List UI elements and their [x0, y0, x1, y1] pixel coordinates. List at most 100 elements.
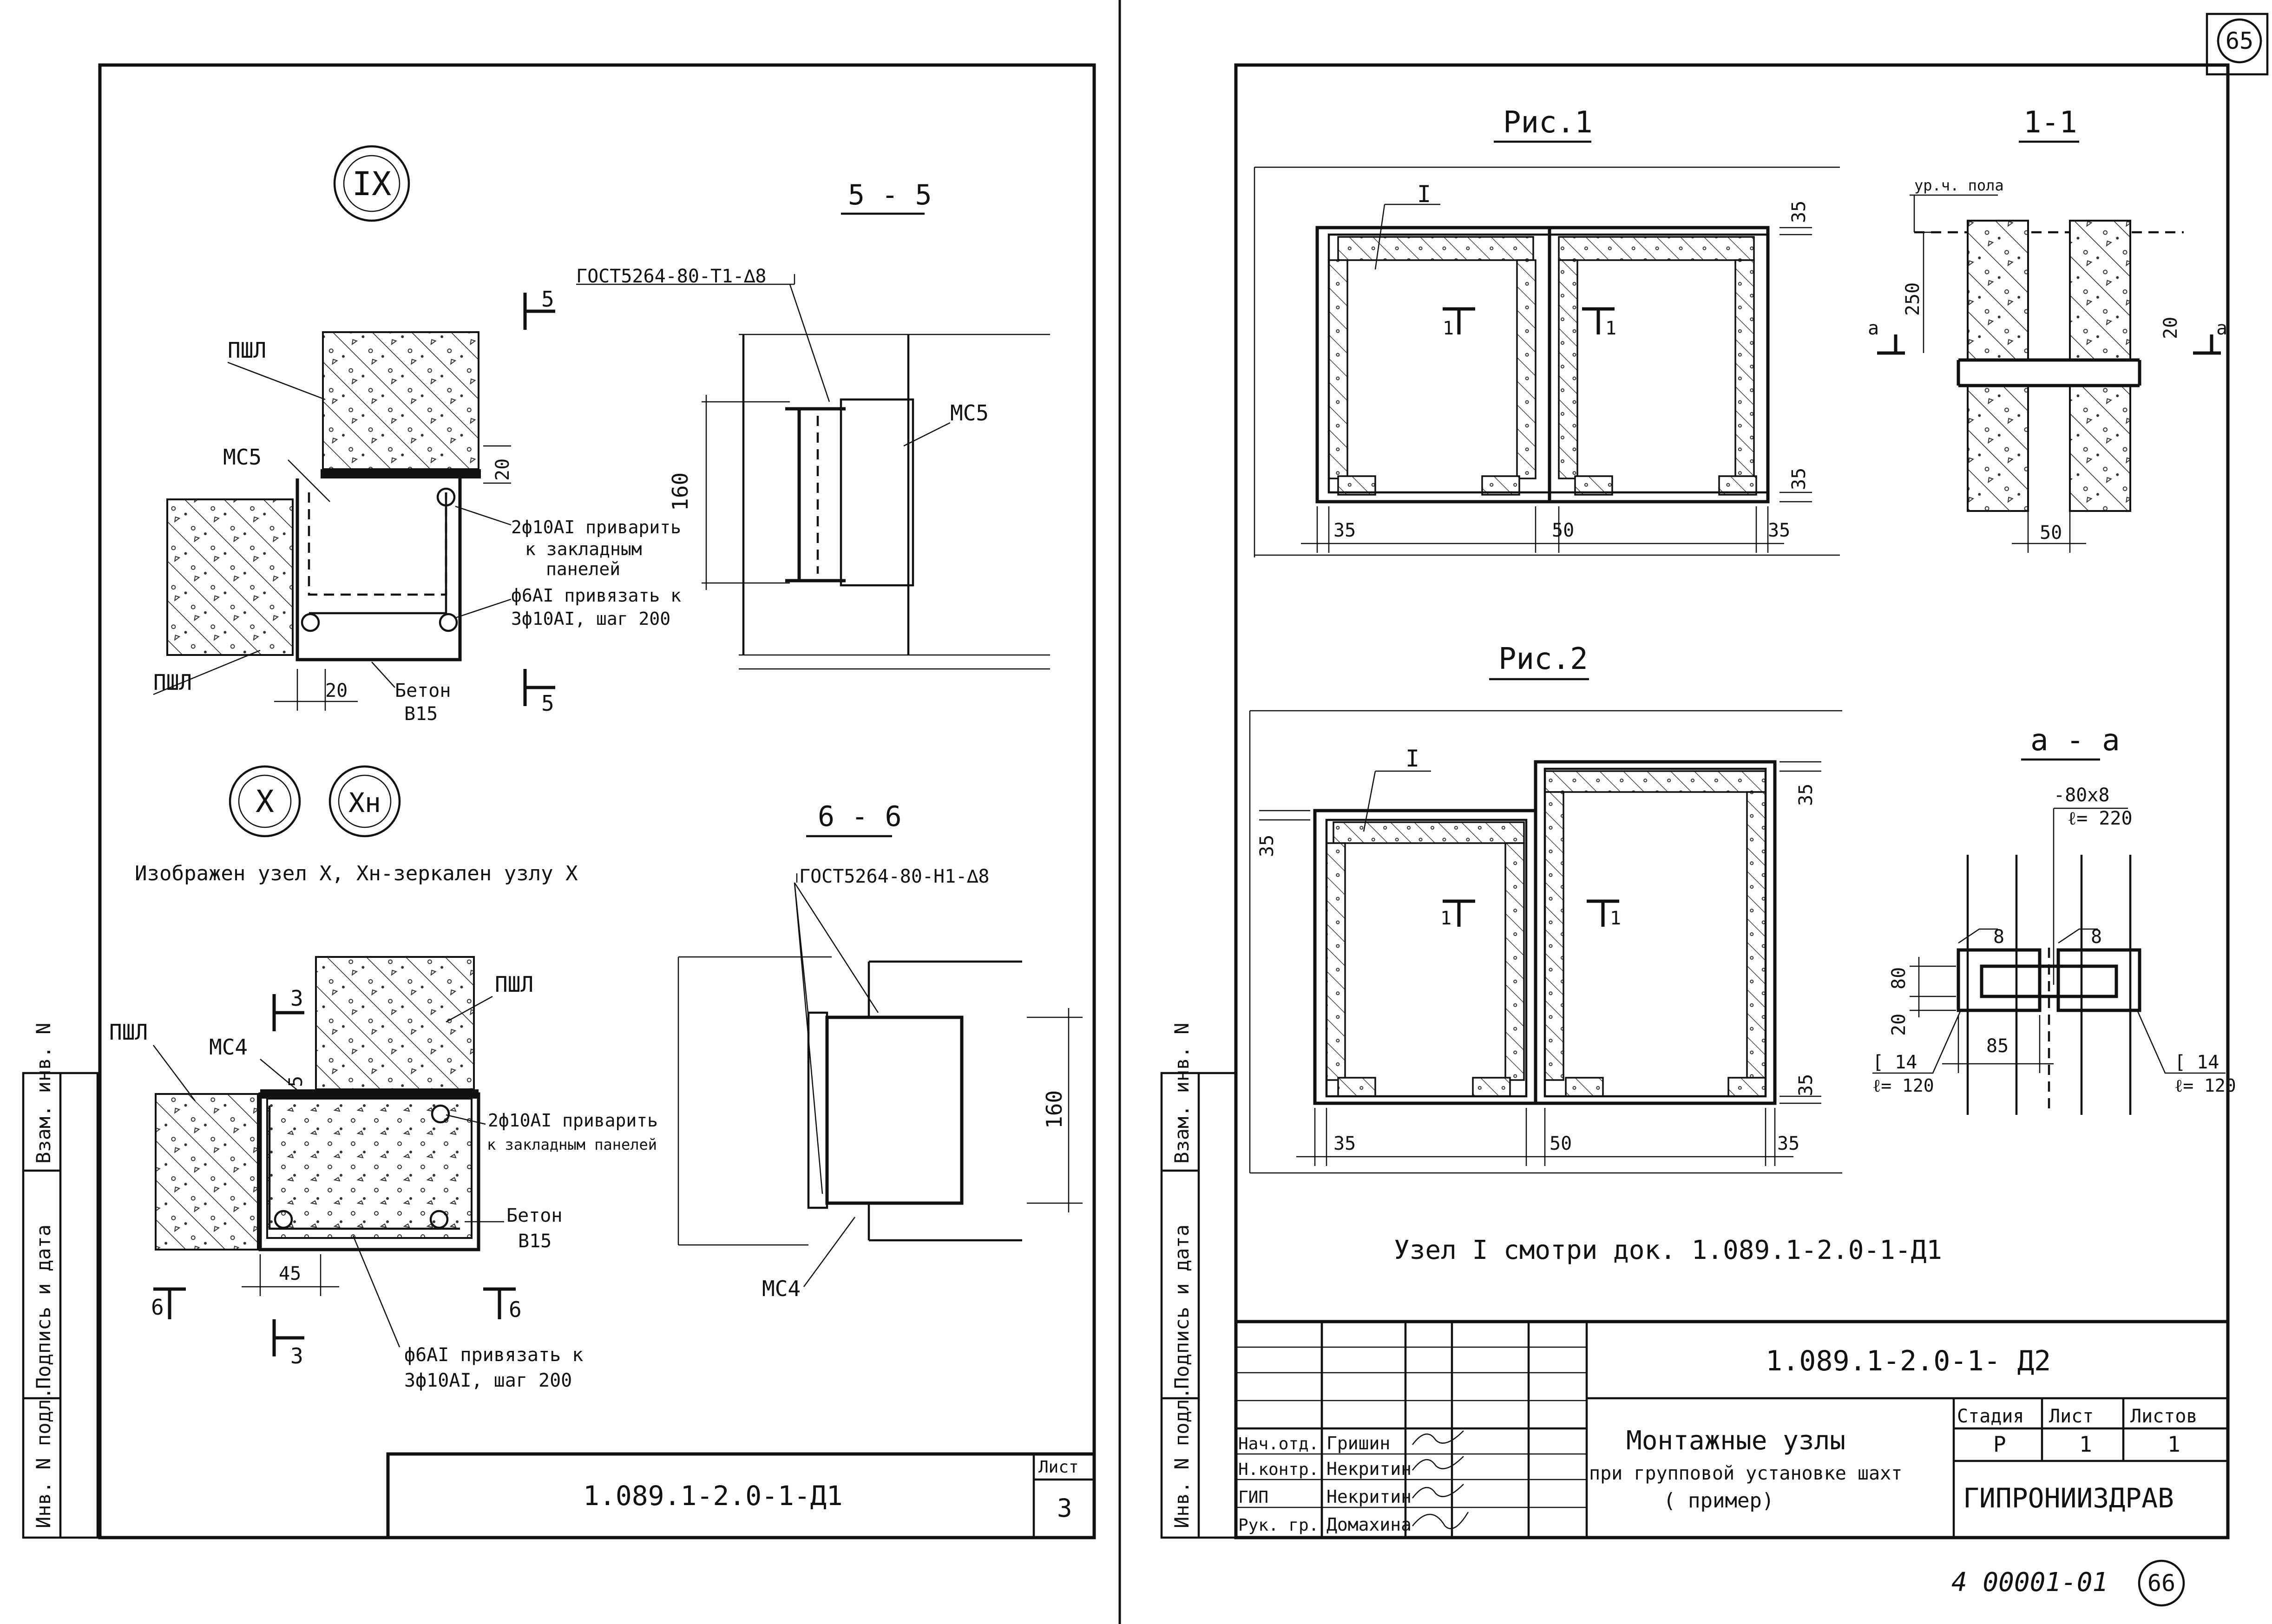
rebar-path	[309, 492, 447, 615]
pshl-left-panel	[155, 1093, 259, 1251]
ms4-label: МС4	[209, 1035, 248, 1060]
fig2-dim-mid: 50	[1550, 1133, 1572, 1154]
section-6-right-label: 6	[509, 1297, 522, 1322]
fig2-dim-bot-right: 35	[1795, 1074, 1817, 1096]
title-line-1: Монтажные узлы	[1626, 1426, 1845, 1456]
s11-wall-bot-left	[1967, 385, 2029, 512]
fig2-dim-right: 35	[1777, 1133, 1799, 1154]
org-name: ГИПРОНИИЗДРАВ	[1963, 1482, 2174, 1514]
note-tie-x-2: 3ф10АI, шаг 200	[404, 1370, 572, 1391]
section-3-bottom-label: 3	[290, 1343, 303, 1369]
section-5-5: 5 - 5 ГОСТ5264-80-Т1-∆8 МС5 160	[576, 179, 1050, 670]
section-5-top-arrow	[523, 293, 555, 330]
title-line-2: при групповой установке шахт	[1589, 1463, 1902, 1484]
sheets-value: 1	[2167, 1432, 2180, 1457]
sheet-label: Лист	[2049, 1406, 2094, 1427]
signature-3	[1412, 1484, 1464, 1499]
dim-20-right: 20	[492, 458, 513, 481]
node-IX-marker-inner	[343, 155, 401, 212]
pshl-top-label: ПШЛ	[228, 338, 266, 363]
fig2-mark-1a: 1	[1440, 908, 1451, 929]
fig2-shaft-right	[1534, 760, 1777, 1105]
section-6-left-label: 6	[151, 1295, 164, 1320]
aa-channel-left	[1957, 948, 2042, 1012]
node-Xn-marker-inner	[338, 774, 392, 828]
fig1-mark-1a: 1	[1443, 318, 1454, 339]
corner-badge-circle	[2217, 18, 2262, 64]
dim-160-5-5: 160	[668, 472, 693, 511]
concrete-fill	[266, 1098, 473, 1239]
section-a-a: а - а -80х8 ℓ= 220 8 8 80 20 85 [ 14 ℓ= …	[1872, 723, 2236, 1115]
section-1-1: 1-1 ур.ч. пола 250 а а 20 50	[1868, 105, 2227, 553]
node-Xn-marker-label: Xн	[348, 787, 381, 819]
ms5-label-5-5: МС5	[950, 400, 989, 426]
fig2-dim-top-right: 35	[1795, 784, 1817, 806]
dim-20-bottom: 20	[325, 680, 348, 701]
note-weld-x-2: к закладным панелей	[487, 1136, 657, 1153]
corner-badge-box	[2206, 13, 2269, 76]
note-weld: 2ф10АI приварить	[511, 517, 681, 537]
note-tie-x: ф6АI привязать к	[404, 1344, 583, 1366]
note-weld-3: панелей	[546, 559, 620, 579]
ms5-dashed	[308, 492, 447, 596]
aa-channel-right	[2056, 948, 2141, 1012]
left-title-block: 1.089.1-2.0-1-Д1 Лист 3	[386, 1452, 1096, 1539]
section-5-5-gost: ГОСТ5264-80-Т1-∆8	[576, 266, 766, 287]
section-1-1-title: 1-1	[2023, 105, 2077, 140]
rebar-circle-2	[301, 613, 320, 632]
left-sheet-label: Лист	[1038, 1458, 1079, 1477]
node-X-caption: Изображен узел X, Xн-зеркален узлу X	[135, 862, 578, 885]
s11-dim-50: 50	[2040, 522, 2062, 544]
fig1-dim-mid: 50	[1552, 520, 1574, 541]
section-a-a-title: а - а	[2030, 723, 2120, 758]
aa-plate: -80х8	[2054, 785, 2109, 806]
s11-channel	[1957, 358, 2141, 387]
fig2-shaft-left	[1313, 809, 1537, 1105]
fig-1: Рис.1 I 1 1 35 35	[1254, 105, 1840, 557]
page-badge: 66	[2147, 1570, 2175, 1597]
fig1-marker-I: I	[1417, 181, 1431, 208]
fig-2: Рис.2 I 1 1 35 35 35	[1249, 642, 1842, 1174]
aa-dim-85: 85	[1986, 1035, 2009, 1057]
fig1-dim-right: 35	[1768, 520, 1790, 541]
role-3: ГИП	[1238, 1488, 1268, 1507]
left-code: 1.089.1-2.0-1-Д1	[583, 1480, 843, 1512]
section-6-6: 6 - 6 ГОСТ5264-80-Н1-∆8 160 МС4	[677, 800, 1083, 1301]
page-badge-circle	[2138, 1559, 2185, 1607]
channel-left	[785, 407, 846, 583]
fig1-mark-1b: 1	[1605, 318, 1616, 339]
stamp-replace-label: Взам. инв. N	[32, 1023, 55, 1164]
right-side-stamp: Инв. N подл. Подпись и дата Взам. инв. N	[1160, 1023, 1237, 1539]
fig2-marker-I: I	[1405, 745, 1419, 772]
plate-6-6	[807, 1011, 828, 1209]
r-stamp-inv-label: Инв. N подл.	[1170, 1388, 1193, 1528]
fig1-dim-top-right: 35	[1788, 201, 1810, 223]
node-IX: IX ПШЛ МС5 ПШЛ 20 20 2ф10АI прива	[153, 145, 681, 725]
concrete-label-x: Бетон	[506, 1205, 562, 1226]
s11-a-right: а	[2216, 318, 2227, 339]
aa-dim-20: 20	[1888, 1014, 1910, 1036]
name-1: Гришин	[1326, 1433, 1390, 1454]
name-2: Некритин	[1326, 1459, 1412, 1479]
aa-channel-right-len: ℓ= 120	[2174, 1075, 2236, 1096]
sheets-label: Листов	[2130, 1406, 2198, 1427]
section-5-bottom-label: 5	[541, 691, 554, 716]
aa-channel-right-label: [ 14	[2174, 1052, 2219, 1073]
aa-dim-80: 80	[1888, 967, 1910, 989]
fig1-dim-left: 35	[1333, 520, 1356, 541]
note-tie-2: 3ф10АI, шаг 200	[511, 609, 670, 629]
right-sheet: 65 Инв. N подл. Подпись и дата Взам. инв…	[1160, 13, 2269, 1607]
fig1-title: Рис.1	[1503, 105, 1593, 140]
dim-5: 5	[285, 1076, 307, 1087]
pshl-top-panel	[322, 331, 479, 470]
node-Xn-marker-outer	[328, 765, 401, 838]
aa-channel-left-label: [ 14	[1872, 1052, 1917, 1073]
section-5-5-title: 5 - 5	[848, 179, 932, 211]
ms5-plate	[321, 469, 481, 478]
rebar-circle-1	[436, 487, 456, 507]
node-X-marker-inner	[238, 774, 292, 828]
bottom-code: 4 00001-01	[1951, 1567, 2108, 1598]
node-IX-marker-outer	[333, 145, 410, 222]
signature-2	[1412, 1456, 1464, 1471]
pshl-bottom-label: ПШЛ	[153, 670, 192, 695]
